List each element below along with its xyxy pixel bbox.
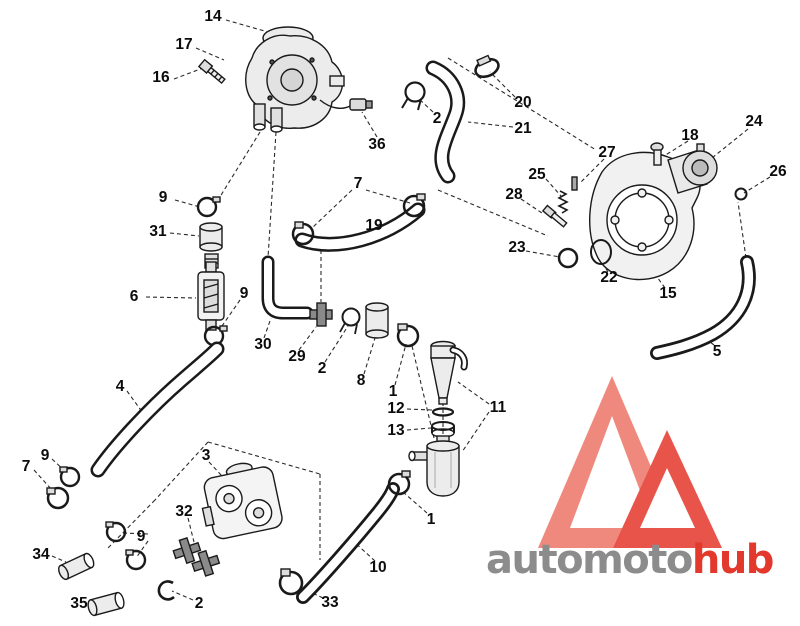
tee-fitting-29 (309, 302, 333, 327)
retainer-clip-2 (157, 580, 175, 601)
callout-27: 27 (598, 144, 616, 161)
callout-31: 31 (149, 223, 167, 240)
callout-7: 7 (353, 175, 363, 192)
hose-clamp-9-pair (105, 521, 147, 571)
callout-19: 19 (365, 217, 383, 234)
hose-clamp-7-right (402, 193, 426, 218)
callout-32: 32 (175, 503, 193, 520)
cup-13 (431, 421, 455, 438)
spacer-31 (199, 222, 223, 252)
callout-10: 10 (369, 559, 387, 576)
sleeve-8 (365, 302, 389, 339)
bracket-plate-3 (201, 462, 283, 540)
callout-2: 2 (317, 360, 327, 377)
hose-clamp-9-top (196, 196, 221, 218)
fuel-pump-assembly (245, 26, 345, 133)
callout-17: 17 (175, 36, 193, 53)
tee-fittings-32 (172, 537, 221, 577)
callout-18: 18 (681, 127, 699, 144)
spring-25 (557, 190, 569, 214)
pin-27 (571, 176, 578, 191)
hose-clamp-9-hose4 (59, 466, 81, 488)
leader-lines (33, 19, 771, 605)
hose-clamp-7-left (291, 221, 315, 246)
callout-29: 29 (288, 348, 306, 365)
callout-15: 15 (659, 285, 677, 302)
callout-35: 35 (70, 595, 88, 612)
hose-clamp-7-hose4 (46, 486, 70, 510)
callout-4: 4 (115, 378, 125, 395)
screw-18 (650, 142, 664, 166)
fuel-hose-10 (296, 482, 400, 604)
callout-6: 6 (129, 288, 139, 305)
fuel-hose-5 (650, 255, 756, 360)
callout-16: 16 (152, 69, 170, 86)
watermark-text-second: hub (691, 537, 775, 583)
sleeve-34 (58, 552, 95, 581)
fuel-hose-21 (425, 60, 466, 184)
elbow-hose-30 (261, 255, 314, 320)
parts-layer (46, 26, 756, 617)
callout-1: 1 (426, 511, 436, 528)
automotohub-logo-icon (538, 376, 722, 548)
callout-25: 25 (528, 166, 546, 183)
wire-clamp-mid (339, 307, 361, 335)
o-ring-23 (557, 247, 579, 269)
callout-7: 7 (21, 458, 31, 475)
callout-2: 2 (432, 110, 442, 127)
callout-1: 1 (388, 383, 398, 400)
callout-9: 9 (158, 189, 168, 206)
callout-28: 28 (505, 186, 523, 203)
inline-filter-6 (197, 261, 225, 331)
fuel-hose-19 (294, 202, 426, 252)
callout-26: 26 (769, 163, 787, 180)
hose-clamp-33 (278, 568, 304, 596)
fuel-filter-funnel-11 (430, 340, 468, 405)
callout-36: 36 (368, 136, 386, 153)
mounting-screw (197, 58, 226, 85)
fuel-hose-4 (90, 341, 225, 478)
callout-3: 3 (201, 447, 211, 464)
o-ring-12 (431, 407, 455, 417)
o-ring-22 (590, 239, 612, 265)
ring-26 (734, 187, 748, 201)
callout-34: 34 (32, 546, 50, 563)
pump-sensor-lead (319, 98, 373, 111)
screw-28 (541, 204, 568, 228)
hose-clamp-1-hose10 (387, 470, 411, 496)
callout-24: 24 (745, 113, 763, 130)
callout-23: 23 (508, 239, 526, 256)
watermark-text-first: automoto (486, 537, 693, 583)
callout-9: 9 (239, 285, 249, 302)
callout-5: 5 (712, 343, 722, 360)
watermark-wordmark: automotohub (486, 537, 775, 583)
callout-8: 8 (356, 372, 366, 389)
hose-clamp-20 (474, 54, 500, 79)
callout-9: 9 (136, 528, 146, 545)
callout-2: 2 (194, 595, 204, 612)
wire-clamp-top (401, 81, 426, 111)
callout-30: 30 (254, 336, 272, 353)
callout-21: 21 (514, 120, 532, 137)
callout-11: 11 (489, 399, 507, 416)
callout-33: 33 (321, 594, 339, 611)
primer-pump-24 (682, 143, 718, 186)
callout-22: 22 (600, 269, 618, 286)
filter-canister (408, 435, 460, 497)
sleeve-35 (87, 591, 125, 617)
callout-12: 12 (387, 400, 405, 417)
callout-9: 9 (40, 447, 50, 464)
callout-14: 14 (204, 8, 222, 25)
callout-13: 13 (387, 422, 405, 439)
hose-clamp-1-mid (396, 323, 420, 348)
callout-20: 20 (514, 94, 532, 111)
